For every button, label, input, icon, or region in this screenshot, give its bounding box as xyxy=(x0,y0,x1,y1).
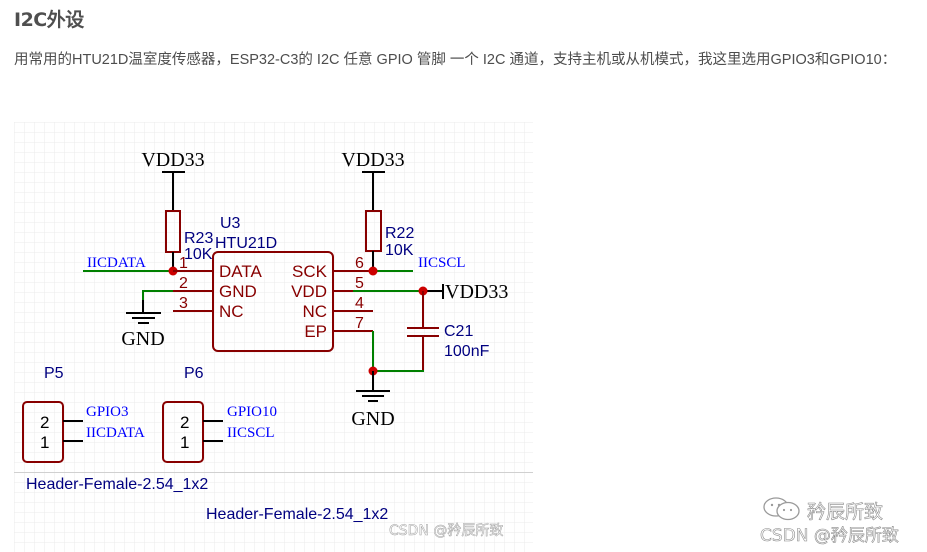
r22-designator: R22 xyxy=(385,225,414,242)
section-heading: I2C外设 xyxy=(14,9,84,31)
c21-value: 100nF xyxy=(444,343,490,360)
u3-pin-name: SCK xyxy=(292,262,328,281)
u3-value: HTU21D xyxy=(215,235,277,252)
net-label-iicscl: IICSCL xyxy=(418,255,466,271)
junction-pin6 xyxy=(368,266,378,276)
u3-pin-number: 6 xyxy=(355,255,364,272)
r23-designator: R23 xyxy=(184,230,213,247)
csdn-watermark: CSDN @矜辰所致 xyxy=(760,526,899,547)
u3-pin-name: NC xyxy=(219,302,244,321)
r23-value: 10K xyxy=(184,246,213,263)
resistor-r22[interactable]: R22 10K xyxy=(365,210,414,271)
p5-net-label: IICDATA xyxy=(86,425,145,441)
u3-pin-number: 1 xyxy=(179,255,188,272)
p6-pin-number: 1 xyxy=(180,433,189,452)
p6-pin-number: 2 xyxy=(180,413,189,432)
resistor-r23[interactable]: R23 10K xyxy=(165,210,213,271)
u3-designator: U3 xyxy=(220,215,241,232)
r22-value: 10K xyxy=(385,242,414,259)
u3-pin-number: 5 xyxy=(355,275,364,292)
p5-pin-number: 1 xyxy=(40,433,49,452)
power-port-gnd-left: GND xyxy=(121,290,173,350)
vdd-left-label: VDD33 xyxy=(141,149,204,171)
u3-pin-number: 3 xyxy=(179,295,188,312)
p5-designator: P5 xyxy=(44,365,64,382)
power-port-vdd-right: VDD33 xyxy=(341,149,405,211)
schematic-grid xyxy=(14,122,533,552)
u3-pin-name: VDD xyxy=(291,282,327,301)
u3-body xyxy=(212,251,334,352)
power-port-vdd-left: VDD33 xyxy=(141,149,205,211)
vdd-right-label: VDD33 xyxy=(341,149,404,171)
wechat-icon xyxy=(763,497,800,521)
ic-u3-htu21d[interactable]: U3 HTU21D 1 2 3 6 5 4 7 DATA GND NC SCK … xyxy=(173,215,373,352)
p5-footprint: Header-Female-2.54_1x2 xyxy=(26,476,208,493)
p6-net-label: IICSCL xyxy=(227,425,275,441)
u3-pin-number: 7 xyxy=(355,315,364,332)
wechat-watermark: 矜辰所致 xyxy=(807,501,884,524)
capacitor-c21[interactable]: C21 100nF xyxy=(407,291,490,371)
u3-pin-name: GND xyxy=(219,282,257,301)
u3-pin-number: 4 xyxy=(355,295,364,312)
u3-pin-name: DATA xyxy=(219,262,262,281)
gnd-right-label: GND xyxy=(351,408,394,430)
connector-p5[interactable]: P5 2 1 GPIO3 IICDATA Header-Female-2.54_… xyxy=(22,365,208,493)
u3-pin-name: EP xyxy=(304,322,327,341)
power-port-gnd-right: GND xyxy=(351,371,395,430)
u3-pin-name: NC xyxy=(302,302,327,321)
p5-pin-number: 2 xyxy=(40,413,49,432)
net-label-iicdata: IICDATA xyxy=(87,255,146,271)
p5-net-label: GPIO3 xyxy=(86,404,129,420)
connector-p6[interactable]: P6 2 1 GPIO10 IICSCL Header-Female-2.54_… xyxy=(162,365,388,523)
gnd-left-label: GND xyxy=(121,328,164,350)
inline-watermark: CSDN @矜辰所致 xyxy=(389,523,503,539)
p6-net-label: GPIO10 xyxy=(227,404,277,420)
p6-designator: P6 xyxy=(184,365,204,382)
vdd-pin5-label: VDD33 xyxy=(445,281,508,303)
p6-footprint: Header-Female-2.54_1x2 xyxy=(206,506,388,523)
article-paragraph: 用常用的HTU21D温室度传感器，ESP32-C3的 I2C 任意 GPIO 管… xyxy=(14,52,897,68)
u3-pin-number: 2 xyxy=(179,275,188,292)
c21-designator: C21 xyxy=(444,323,473,340)
